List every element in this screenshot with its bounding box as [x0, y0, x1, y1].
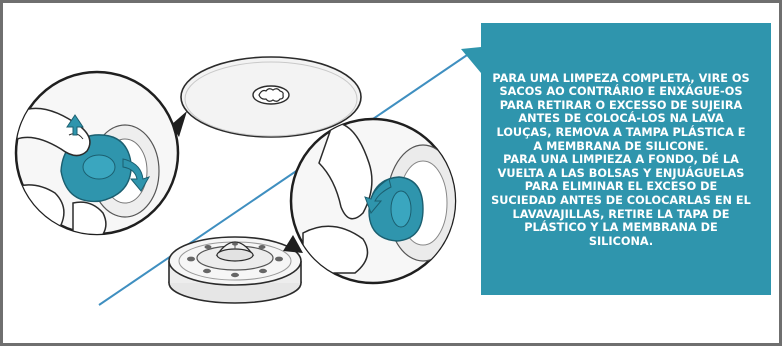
instruction-text-portuguese: Para uma limpeza completa, vire os sacos…	[492, 71, 750, 153]
arrow-down-icon	[66, 114, 84, 136]
instruction-callout-bg	[461, 23, 771, 295]
plastic-cap	[168, 236, 302, 304]
diagonal-divider	[98, 50, 474, 306]
instruction-text-spanish: Para una limpieza a fondo, dé la vuelta …	[491, 153, 751, 248]
instruction-callout: Para uma limpeza completa, vire os sacos…	[473, 25, 769, 295]
instruction-illustration	[14, 23, 771, 306]
silicone-membrane	[180, 56, 362, 138]
curved-arrow-icon	[364, 178, 392, 214]
curved-arrow-icon	[122, 158, 151, 192]
step-remove-membrane	[14, 70, 187, 236]
step-pull-cap	[283, 117, 457, 285]
